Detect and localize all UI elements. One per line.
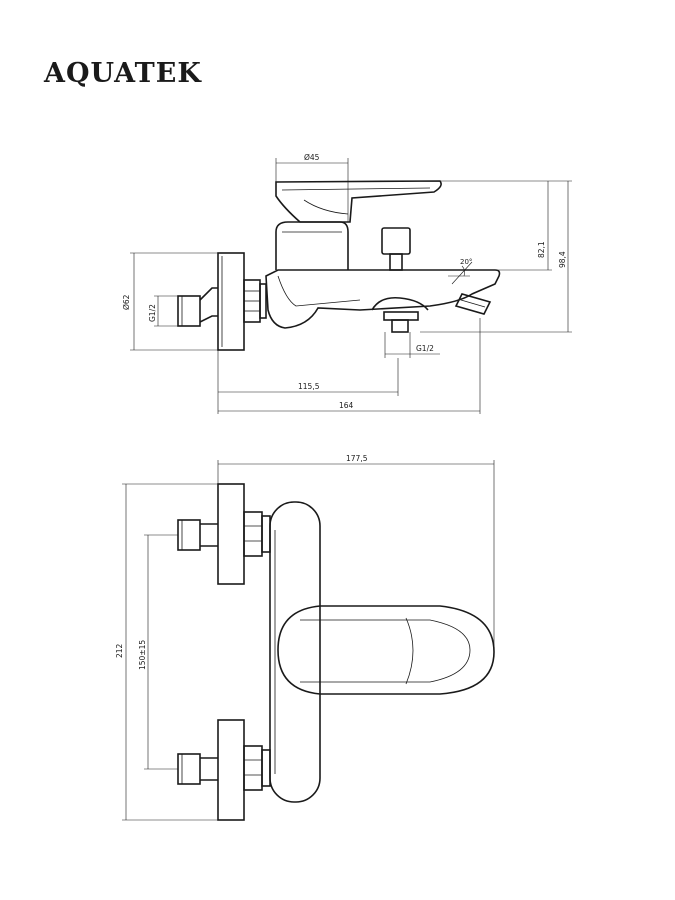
lever-top xyxy=(277,605,495,695)
brand-logo: AQUATEK xyxy=(44,58,202,89)
dim-label-total-width: 212 xyxy=(115,643,124,658)
dim-label-total-length: 164 xyxy=(339,401,354,410)
dim-center-distance: 150±15 xyxy=(138,534,178,770)
dim-label-spout-angle: 20° xyxy=(460,258,472,266)
upper-inlet xyxy=(177,483,271,585)
inlet-connector xyxy=(177,287,218,327)
dim-outlet-thread: G1/2 xyxy=(384,332,440,358)
spout-aerator xyxy=(454,293,492,315)
dim-spout-angle: 20° xyxy=(448,258,472,285)
dim-handle-diameter: Ø45 xyxy=(275,153,349,222)
side-view: Ø45 82,1 98,4 20° Ø62 G1/2 xyxy=(122,153,572,414)
dim-label-inlet-diameter: Ø62 xyxy=(122,294,131,310)
dim-heights: 82,1 98,4 xyxy=(420,180,572,333)
dim-label-spout-height: 82,1 xyxy=(537,241,546,258)
dim-label-outlet-thread: G1/2 xyxy=(416,344,434,353)
shower-outlet xyxy=(371,296,429,333)
lever-handle xyxy=(275,180,442,223)
dim-label-total-height: 98,4 xyxy=(558,251,567,268)
wall-flange xyxy=(217,252,245,351)
dim-label-handle-diameter: Ø45 xyxy=(304,153,320,162)
lower-inlet xyxy=(177,719,271,821)
dim-total-width: 212 xyxy=(115,483,218,821)
top-view: 177,5 212 150±15 xyxy=(115,454,495,821)
diverter-knob xyxy=(381,227,411,271)
dim-label-outlet-offset: 115,5 xyxy=(298,382,320,391)
dim-label-center-distance: 150±15 xyxy=(138,640,147,670)
body-top xyxy=(269,501,321,803)
dim-label-total-depth: 177,5 xyxy=(346,454,368,463)
mixer-body xyxy=(265,269,501,329)
dim-total-depth: 177,5 xyxy=(217,454,495,652)
dim-lengths: 115,5 164 xyxy=(217,318,481,414)
dim-label-inlet-thread: G1/2 xyxy=(148,304,157,322)
body-edge xyxy=(277,275,361,307)
hex-nut xyxy=(243,279,267,323)
cartridge-housing xyxy=(275,221,349,270)
dim-inlet: Ø62 G1/2 xyxy=(122,252,218,351)
